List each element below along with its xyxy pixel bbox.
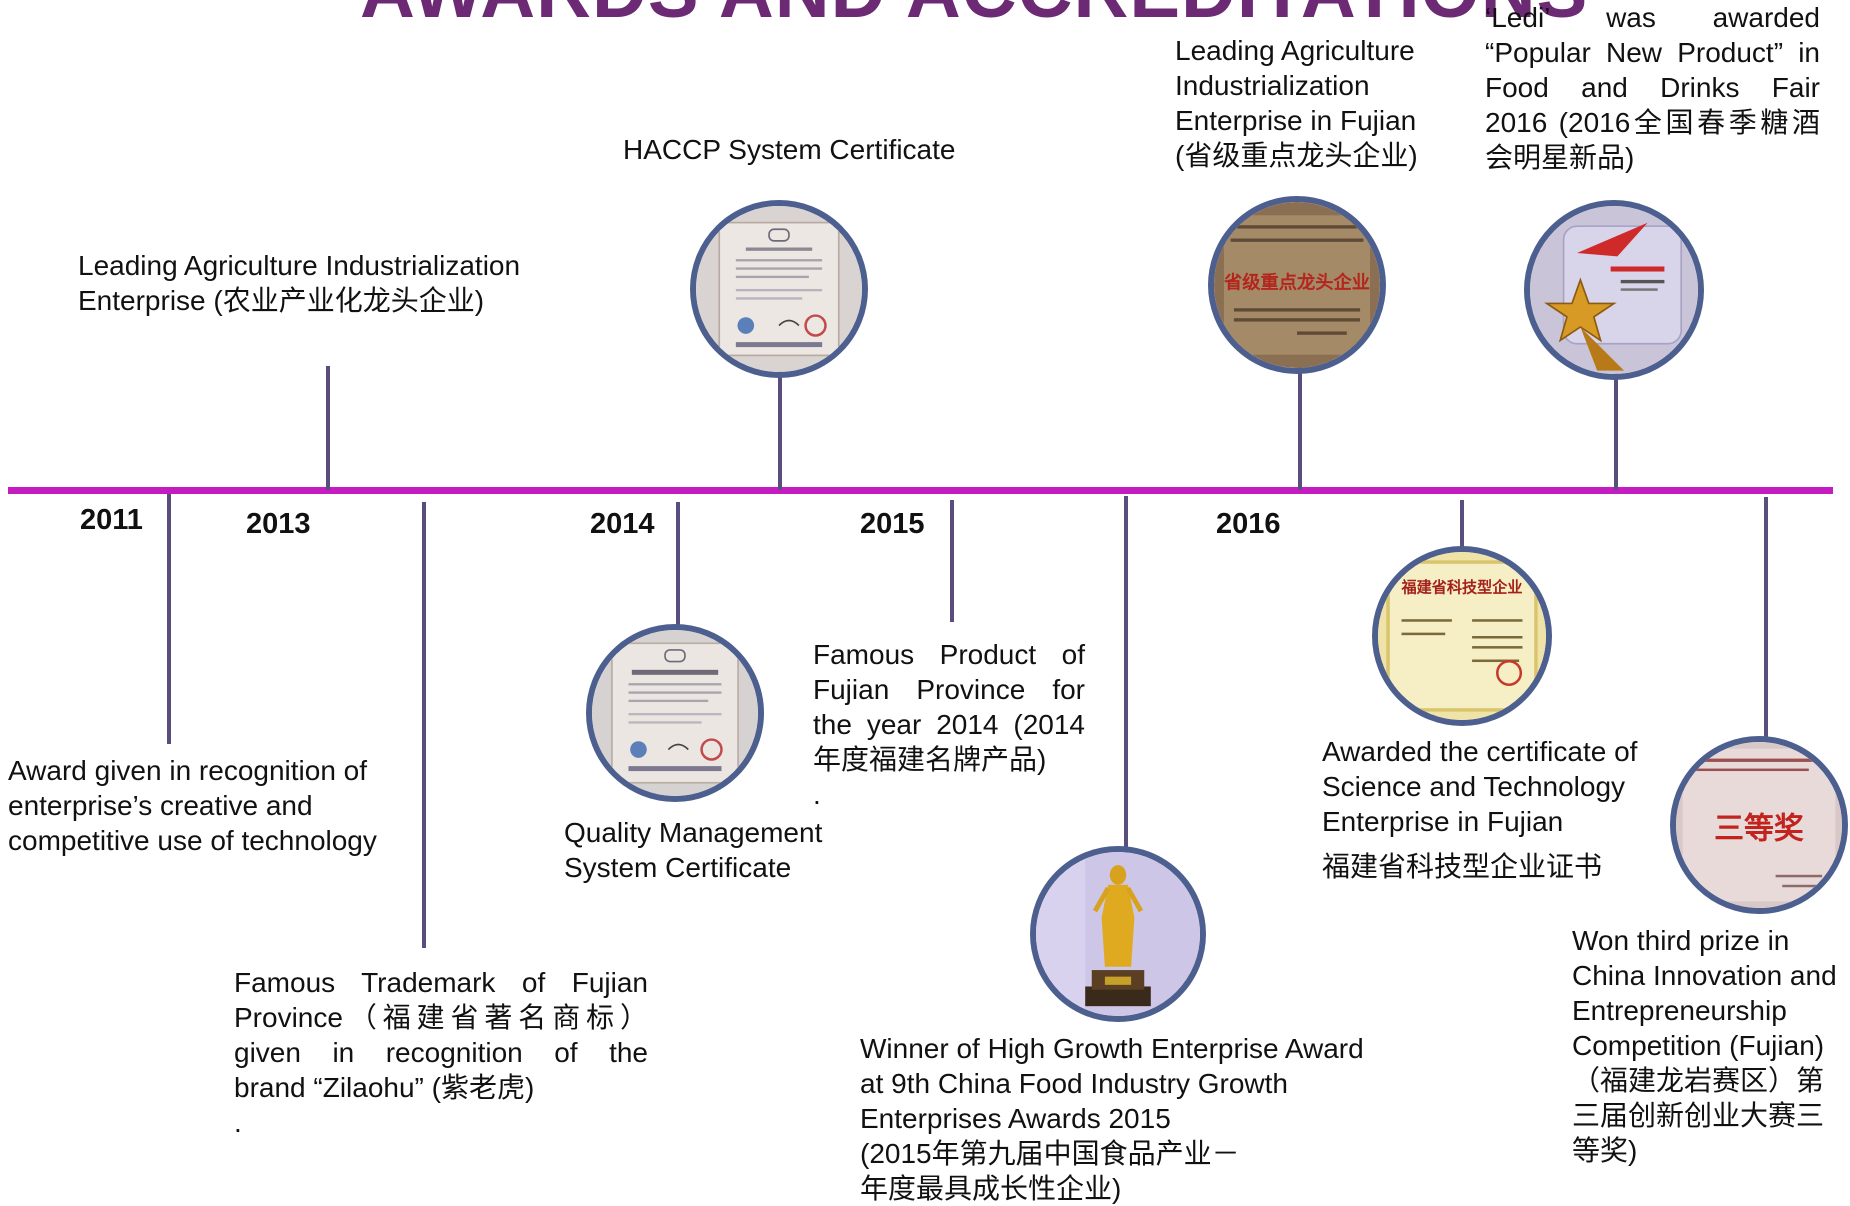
caption-line: Leading Agriculture: [1175, 35, 1415, 66]
caption-famous-product: Famous Product of Fujian Province for th…: [813, 637, 1085, 812]
caption-leading-agri: Leading Agriculture Industrialization En…: [78, 248, 638, 318]
caption-line: .: [813, 779, 821, 810]
caption-line: at 9th China Food Industry Growth: [860, 1068, 1288, 1099]
caption-line: System Certificate: [564, 852, 792, 883]
caption-line: Famous Trademark of Fujian: [234, 967, 648, 998]
quality-certificate-photo: [586, 624, 764, 802]
caption-line: (2015年第九届中国食品产业－: [860, 1138, 1240, 1169]
caption-line: Quality Management: [564, 817, 823, 848]
caption-line: Industrialization: [1175, 70, 1370, 101]
stem-ledi: [1614, 372, 1618, 490]
stem-leading-agri: [326, 366, 330, 490]
stem-third-prize: [1764, 497, 1768, 741]
caption-line: Entrepreneurship: [1572, 995, 1787, 1026]
year-2015: 2015: [860, 508, 925, 540]
stem-tech-award: [167, 494, 171, 744]
plaque-image: 省级重点龙头企业: [1214, 202, 1380, 368]
year-2013: 2013: [246, 508, 311, 540]
plaque-text: 省级重点龙头企业: [1223, 271, 1370, 293]
caption-trademark: Famous Trademark of Fujian Province（福建省著…: [234, 965, 648, 1140]
caption-line: “Popular New Product” in: [1485, 37, 1820, 68]
caption-line: given in recognition of the: [234, 1037, 648, 1068]
year-2011: 2011: [80, 504, 143, 536]
stem-sci-tech: [1460, 500, 1464, 550]
caption-line: 年度最具成长性企业): [860, 1173, 1122, 1204]
prize-text: 三等奖: [1714, 811, 1804, 846]
sci-tech-certificate-photo: 福建省科技型企业: [1372, 546, 1552, 726]
caption-line: Enterprises Awards 2015: [860, 1103, 1171, 1134]
certificate-image: 三等奖: [1676, 742, 1842, 908]
stem-high-growth: [1124, 496, 1128, 882]
caption-line: HACCP System Certificate: [623, 134, 956, 165]
stem-famous-product: [950, 500, 954, 622]
caption-line: Winner of High Growth Enterprise Award: [860, 1033, 1364, 1064]
caption-line: Province（福建省著名商标）: [234, 1002, 648, 1033]
stem-haccp: [778, 360, 782, 490]
caption-line: 2016 (2016全国春季糖酒: [1485, 107, 1820, 138]
caption-line: ‘Ledi’ was awarded: [1485, 2, 1820, 33]
caption-line: brand “Zilaohu” (紫老虎): [234, 1072, 535, 1103]
year-2016: 2016: [1216, 508, 1281, 540]
caption-line: Competition (Fujian): [1572, 1030, 1825, 1061]
caption-line: enterprise’s creative and: [8, 790, 313, 821]
trophy-image: [1036, 852, 1200, 1016]
caption-line: 会明星新品): [1485, 142, 1635, 173]
leading-fujian-plaque-photo: 省级重点龙头企业: [1208, 196, 1386, 374]
caption-line: the year 2014 (2014: [813, 709, 1085, 740]
caption-line: Famous Product of: [813, 639, 1085, 670]
certificate-image: [696, 206, 862, 372]
caption-haccp: HACCP System Certificate: [623, 132, 1023, 167]
page-title: AWARDS AND ACCREDITATIONS: [360, 0, 1587, 35]
caption-sci-tech: Awarded the certificate of Science and T…: [1322, 734, 1682, 884]
stem-trademark: [422, 502, 426, 948]
certificate-image: [592, 630, 758, 796]
caption-line: competitive use of technology: [8, 825, 377, 856]
year-2014: 2014: [590, 508, 655, 540]
caption-line: Awarded the certificate of: [1322, 736, 1638, 767]
caption-line: Science and Technology: [1322, 771, 1626, 802]
caption-line: Enterprise in Fujian: [1175, 105, 1417, 136]
third-prize-certificate-photo: 三等奖: [1670, 736, 1848, 914]
caption-line: Won third prize in: [1572, 925, 1790, 956]
caption-line: Enterprise (农业产业化龙头企业): [78, 285, 485, 316]
caption-leading-fujian: Leading Agriculture Industrialization En…: [1175, 33, 1445, 173]
caption-line: China Innovation and: [1572, 960, 1837, 991]
stem-leading-fujian: [1298, 360, 1302, 490]
caption-line: .: [234, 1107, 242, 1138]
caption-line: 等奖): [1572, 1135, 1638, 1166]
ledi-trophy-photo: [1524, 200, 1704, 380]
caption-third-prize: Won third prize in China Innovation and …: [1572, 923, 1842, 1168]
caption-line: Leading Agriculture Industrialization: [78, 250, 521, 281]
caption-tech-award: Award given in recognition of enterprise…: [8, 753, 428, 858]
caption-line: Award given in recognition of: [8, 755, 368, 786]
haccp-certificate-photo: [690, 200, 868, 378]
caption-quality: Quality Management System Certificate: [564, 815, 884, 885]
caption-line: Food and Drinks Fair: [1485, 72, 1820, 103]
caption-line: 年度福建名牌产品): [813, 744, 1047, 775]
stem-quality: [676, 502, 680, 630]
caption-ledi: ‘Ledi’ was awarded “Popular New Product”…: [1485, 0, 1820, 175]
timeline-axis: [8, 487, 1833, 494]
caption-line: 三届创新创业大赛三: [1572, 1100, 1825, 1131]
caption-line: Fujian Province for: [813, 674, 1085, 705]
certificate-image: 福建省科技型企业: [1378, 552, 1546, 720]
caption-line: （福建龙岩赛区）第: [1572, 1065, 1825, 1096]
caption-line: 福建省科技型企业证书: [1322, 851, 1603, 882]
caption-high-growth: Winner of High Growth Enterprise Award a…: [860, 1031, 1440, 1206]
certificate-heading: 福建省科技型企业: [1401, 578, 1523, 596]
high-growth-trophy-photo: [1030, 846, 1206, 1022]
caption-line: Enterprise in Fujian: [1322, 806, 1564, 837]
trophy-star-image: [1530, 206, 1698, 374]
caption-line: (省级重点龙头企业): [1175, 140, 1418, 171]
